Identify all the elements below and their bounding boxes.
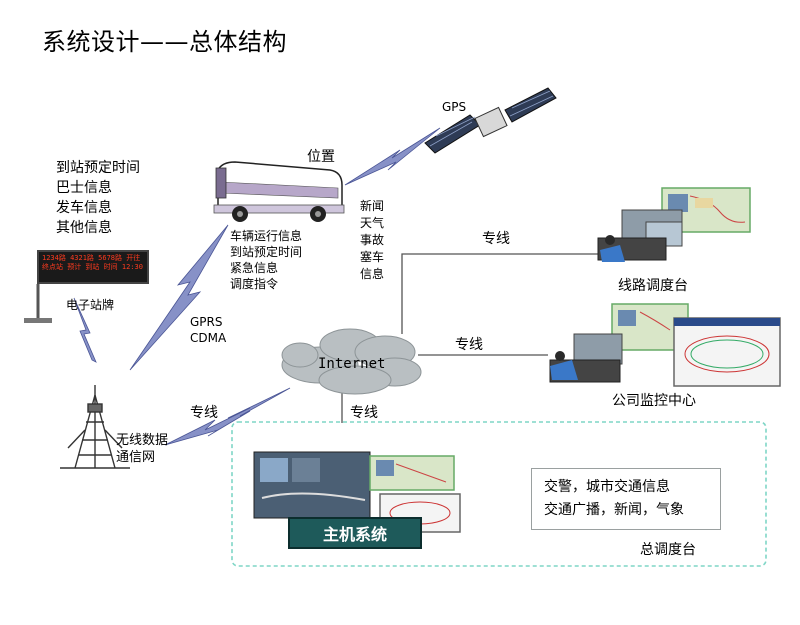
bolt-gprs (129, 224, 229, 371)
vehicle-info-item: 紧急信息 (230, 261, 279, 275)
radio-tower-icon (60, 385, 130, 469)
line-label-left: 专线 (190, 405, 218, 421)
bus-info-list: 到站预定时间 巴士信息 发车信息 其他信息 (56, 158, 140, 238)
bus-info-item: 到站预定时间 (56, 160, 140, 176)
vehicle-info-item: 调度指令 (230, 277, 279, 291)
company-monitor-label: 公司监控中心 (612, 393, 696, 409)
line-label-top: 专线 (482, 231, 510, 247)
bolt-stop (73, 297, 97, 363)
bolt-wireless (164, 387, 291, 446)
host-system-box: 主机系统 (288, 517, 422, 549)
vehicle-info-item: 到站预定时间 (230, 245, 303, 259)
news-item: 塞车 (360, 250, 385, 264)
electronic-stop-board: 1234路 4321路 5678路 开往 终点站 预计 到站 时间 12:30 (37, 250, 149, 284)
news-item: 事故 (360, 233, 385, 247)
line-label-mid: 专线 (455, 337, 483, 353)
cdma-label: CDMA (190, 331, 227, 345)
electronic-stop-pole-icon (24, 284, 52, 323)
bus-info-item: 发车信息 (56, 200, 112, 216)
bus-icon (213, 161, 345, 222)
route-dispatch-workstation-icon (597, 187, 751, 262)
company-monitor-workstation-icon (549, 303, 781, 387)
host-workstation-icon (253, 451, 461, 533)
vehicle-info-list: 车辆运行信息 到站预定时间 紧急信息 调度指令 (230, 228, 302, 292)
electronic-stop-label: 电子站牌 (66, 298, 115, 312)
wireless-line1: 无线数据 (116, 433, 169, 448)
external-info-line: 交警，城市交通信息 (544, 479, 670, 495)
line-label-bottom: 专线 (350, 405, 378, 421)
wireless-line2: 通信网 (116, 450, 156, 465)
master-dispatch-region (231, 421, 767, 567)
master-dispatch-label: 总调度台 (640, 542, 696, 558)
position-label: 位置 (307, 149, 335, 165)
route-dispatch-label: 线路调度台 (618, 278, 688, 294)
bus-info-item: 其他信息 (56, 220, 112, 236)
internet-cloud (281, 328, 422, 395)
internet-label: Internet (318, 356, 386, 372)
news-item: 信息 (360, 267, 385, 281)
vehicle-info-item: 车辆运行信息 (230, 229, 303, 243)
bus-info-item: 巴士信息 (56, 180, 112, 196)
link-internet-route (401, 253, 598, 334)
external-info-box: 交警，城市交通信息 交通广播，新闻，气象 (531, 468, 721, 530)
external-info-line: 交通广播，新闻，气象 (544, 502, 684, 518)
gprs-label: GPRS (190, 315, 223, 329)
news-item: 天气 (360, 216, 385, 230)
bolt-gps (344, 127, 441, 186)
page-title: 系统设计——总体结构 (42, 28, 287, 56)
gps-satellite-icon (424, 87, 557, 154)
wireless-network-label: 无线数据 通信网 (116, 432, 168, 466)
news-item: 新闻 (360, 199, 385, 213)
gps-label: GPS (442, 100, 467, 114)
news-list: 新闻 天气 事故 塞车 信息 (360, 198, 384, 283)
gprs-cdma-label: GPRS CDMA (190, 314, 226, 346)
